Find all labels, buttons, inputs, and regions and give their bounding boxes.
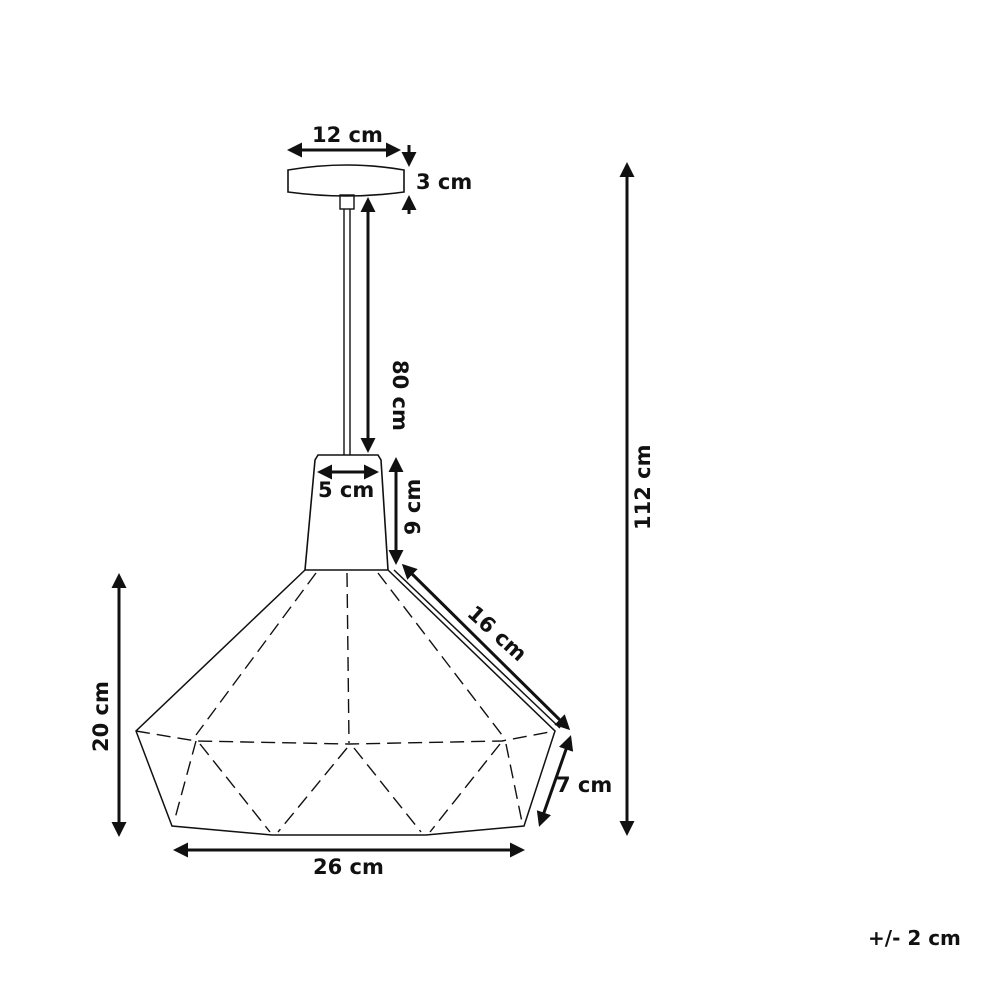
canopy-width-label: 12 cm: [312, 123, 383, 147]
shade-facets: [135, 572, 556, 833]
cord-length-label: 80 cm: [388, 360, 412, 431]
socket-width-label: 5 cm: [318, 478, 374, 502]
socket-height-label: 9 cm: [401, 479, 425, 535]
canopy: [287, 164, 405, 197]
tolerance-note: +/- 2 cm: [868, 926, 961, 950]
shade-slant-lower-label: 7 cm: [556, 773, 612, 797]
dimension-lines: [111, 142, 635, 858]
total-height-label: 112 cm: [631, 445, 655, 530]
canopy-height-label: 3 cm: [416, 170, 472, 194]
shade-height-label: 20 cm: [89, 681, 113, 752]
cord: [339, 194, 355, 455]
shade-width-label: 26 cm: [313, 855, 384, 879]
